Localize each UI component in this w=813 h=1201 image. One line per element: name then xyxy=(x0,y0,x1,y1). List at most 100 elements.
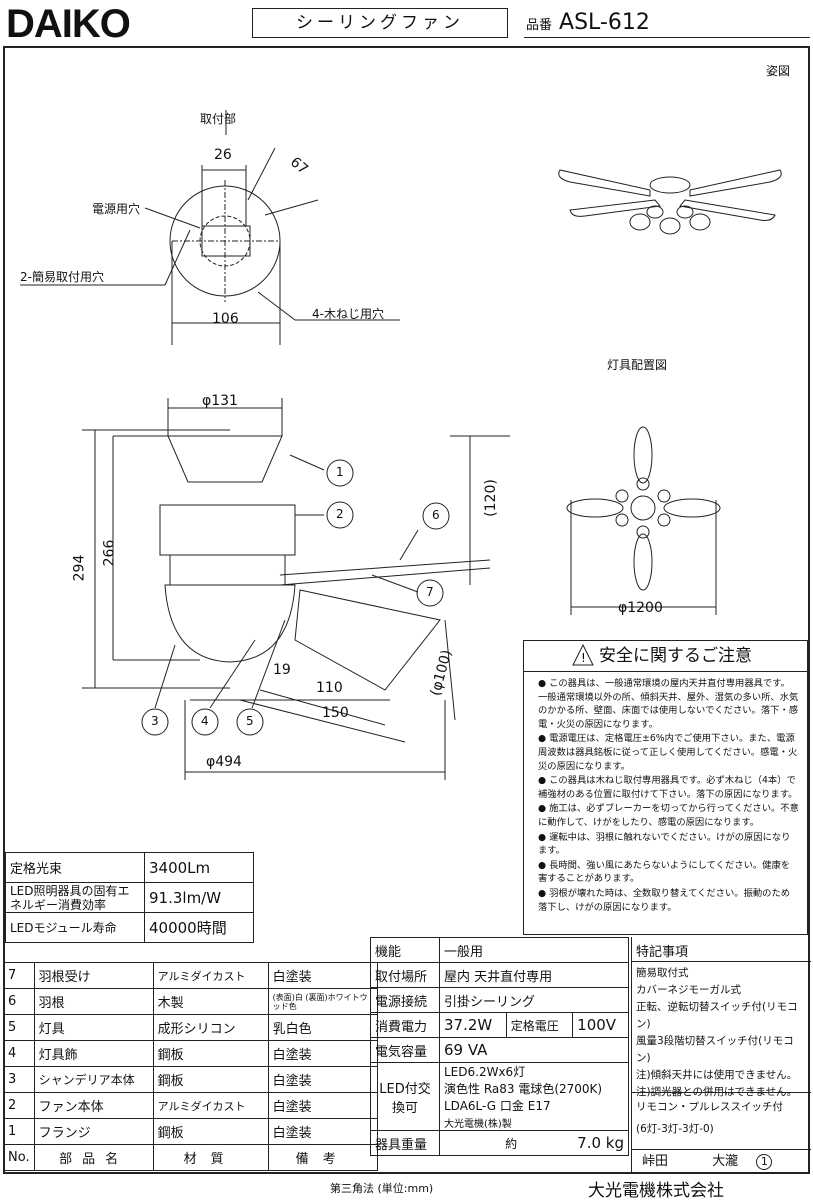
func-label: 機能 xyxy=(370,937,440,963)
callout-1: 1 xyxy=(336,465,344,479)
safety-item-text: 施工は、必ずブレーカーを切ってから行ってください。不意に動作して、けがをしたり、… xyxy=(538,803,799,828)
func-label: LED付交換可 xyxy=(370,1062,440,1131)
safety-item-text: この器具は木ねじ取付専用器具です。必ず木ねじ（4本）で補強材のある位置に取付けて… xyxy=(538,775,798,800)
table-row: No.部品名材質備考 xyxy=(3,1144,378,1171)
safety-item: ● 運転中は、羽根に触れないでください。けがの原因になります。 xyxy=(538,831,791,857)
callout-4: 4 xyxy=(201,714,209,728)
part-material: 木製 xyxy=(152,988,269,1015)
spec-label: 定格光束 xyxy=(5,852,145,883)
table-row: 演色性 Ra83 電球色(2700K) xyxy=(371,1080,629,1097)
view-label: 姿図 xyxy=(766,64,791,78)
dim-494: φ494 xyxy=(206,754,242,770)
weight-approx: 約 xyxy=(505,1137,518,1151)
part-material: 鋼板 xyxy=(152,1066,269,1093)
spec-value: 91.3lm/W xyxy=(144,882,254,913)
func-label: 取付場所 xyxy=(370,962,440,988)
remote-label: リモコン・プルレススイッチ付 xyxy=(636,1101,783,1113)
safety-body: ● この器具は、一般通常環境の屋内天井直付専用器具です。一般通常環境以外の所、傾… xyxy=(524,672,807,914)
part-name: 灯具飾 xyxy=(33,1040,154,1067)
power-hole-label: 電源用穴 xyxy=(92,202,141,216)
part-no: 7 xyxy=(3,962,35,989)
part-name: 羽根受け xyxy=(33,962,154,989)
part-material: 成形シリコン xyxy=(152,1014,269,1041)
part-no: 3 xyxy=(3,1066,35,1093)
header-no: No. xyxy=(3,1144,35,1171)
func-label: 消費電力 xyxy=(370,1012,440,1038)
remote-info: リモコン・プルレススイッチ付 (6灯-3灯-3灯-0) xyxy=(632,1092,811,1143)
header-name: 部品名 xyxy=(33,1144,154,1171)
part-name: 羽根 xyxy=(33,988,154,1015)
table-row: 器具重量 約 7.0 kg xyxy=(370,1130,629,1156)
spec-label: LEDモジュール寿命 xyxy=(5,912,145,943)
part-note: 白塗装 xyxy=(267,1040,378,1067)
safety-title-text: 安全に関するご注意 xyxy=(599,646,752,666)
safety-item: ● この器具は木ねじ取付専用器具です。必ず木ねじ（4本）で補強材のある位置に取付… xyxy=(538,775,798,800)
note-line: 風量3段階切替スイッチ付(リモコン) xyxy=(636,1035,794,1064)
dim-120: (120) xyxy=(482,479,499,517)
drawing-frame xyxy=(3,46,810,1174)
func-value: 大光電機(株)製 xyxy=(439,1114,629,1131)
part-no: 6 xyxy=(3,988,35,1015)
part-name: シャンデリア本体 xyxy=(33,1066,154,1093)
func-label: 器具重量 xyxy=(370,1130,440,1156)
safety-item: ● 施工は、必ずブレーカーを切ってから行ってください。不意に動作して、けがをした… xyxy=(538,803,799,828)
table-row: LDA6L-G 口金 E17 xyxy=(371,1097,629,1114)
dim-106: 106 xyxy=(212,311,239,327)
callout-7: 7 xyxy=(426,585,434,599)
special-notes: 特記事項 簡易取付式 カバーネジモーガル式 正転、逆転切替スイッチ付(リモコン)… xyxy=(631,937,811,1174)
func-value: LED6.2Wx6灯 xyxy=(439,1062,629,1080)
header-material: 材質 xyxy=(152,1144,269,1171)
part-no: 2 xyxy=(3,1092,35,1119)
safety-title: 安全に関するご注意 xyxy=(524,641,807,672)
func-value: LDA6L-G 口金 E17 xyxy=(439,1097,629,1114)
callout-6: 6 xyxy=(432,508,440,522)
weight-value: 7.0 kg xyxy=(577,1134,624,1152)
notes-body: 簡易取付式 カバーネジモーガル式 正転、逆転切替スイッチ付(リモコン) 風量3段… xyxy=(632,962,811,1104)
part-material: アルミダイカスト xyxy=(152,962,269,989)
safety-notice: 安全に関するご注意 ● この器具は、一般通常環境の屋内天井直付専用器具です。一般… xyxy=(523,640,808,935)
dim-110: 110 xyxy=(316,680,343,696)
safety-item-text: 長時間、強い風にあたらないようにしてください。健康を害することがあります。 xyxy=(538,859,791,885)
func-value: 一般用 xyxy=(439,937,629,963)
designer-name: 峠田 xyxy=(642,1154,669,1169)
spec-value: 3400Lm xyxy=(144,852,254,883)
hinban-label: 品番 xyxy=(526,18,553,33)
part-note: 白塗装 xyxy=(267,1092,378,1119)
sheet-number: 1 xyxy=(756,1154,773,1170)
part-note: (表面)白 (裏面)ホワイトウッド色 xyxy=(267,988,378,1015)
safety-item: ● 羽根が壊れた時は、全数取り替えてください。振動のため落下し、けがの原因になり… xyxy=(538,887,791,913)
part-note: 白塗装 xyxy=(267,1118,378,1145)
part-note: 白塗装 xyxy=(267,1066,378,1093)
func-value: 69 VA xyxy=(439,1037,629,1063)
spec-value: 40000時間 xyxy=(144,912,254,943)
safety-item-text: 羽根が壊れた時は、全数取り替えてください。振動のため落下し、けがの原因になります… xyxy=(538,887,791,913)
table-row: 電源接続引掛シーリング xyxy=(370,987,629,1013)
dim-1200: φ1200 xyxy=(618,600,663,616)
safety-item-text: この器具は、一般通常環境の屋内天井直付専用器具です。一般通常環境以外の所、傾斜天… xyxy=(538,678,799,730)
func-label: 電源接続 xyxy=(370,987,440,1013)
table-row: 機能一般用 xyxy=(370,937,629,963)
func-label: 電気容量 xyxy=(370,1037,440,1063)
func-value: 100V xyxy=(572,1012,629,1038)
callout-3: 3 xyxy=(151,714,159,728)
note-line: 簡易取付式 xyxy=(636,967,689,979)
dim-266: 266 xyxy=(101,539,118,567)
note-line: 注)傾斜天井には使用できません。 xyxy=(636,1069,798,1081)
mount-label: 取付部 xyxy=(200,112,237,126)
func-label: 定格電圧 xyxy=(505,1012,574,1038)
callout-5: 5 xyxy=(246,714,254,728)
dim-26: 26 xyxy=(214,147,232,163)
product-number: 品番 ASL-612 xyxy=(526,10,650,35)
